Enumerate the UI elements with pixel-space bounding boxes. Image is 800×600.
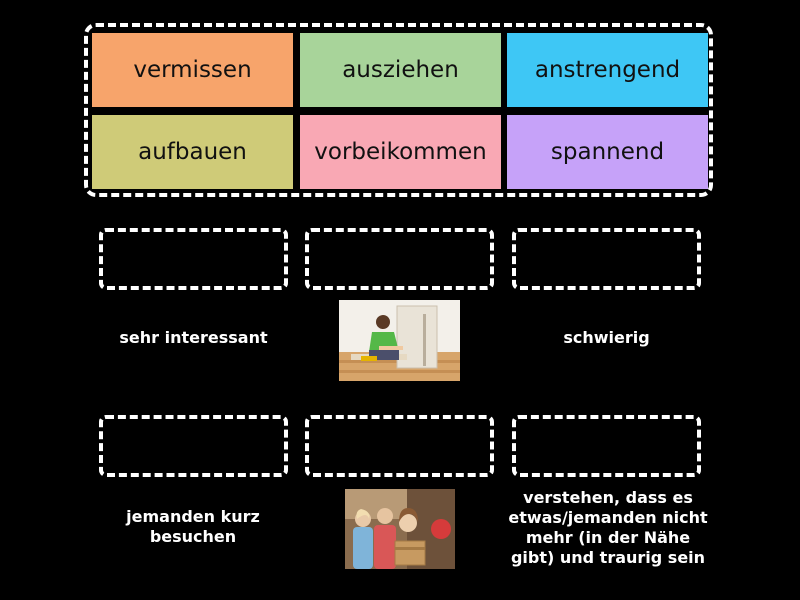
clue-jemanden-kurz-besuchen: jemanden kurz besuchen [126,507,260,546]
tile-spannend[interactable]: spannend [507,115,708,189]
drop-zone-6[interactable] [512,415,701,477]
tile-vorbeikommen[interactable]: vorbeikommen [300,115,501,189]
tile-aufbauen[interactable]: aufbauen [92,115,293,189]
word-bank [84,23,713,197]
drop-zone-1[interactable] [99,228,288,290]
clue-vermissen-definition: verstehen, dass es etwas/jemanden nicht … [508,488,708,567]
drop-zone-5[interactable] [305,415,494,477]
drop-zone-2[interactable] [305,228,494,290]
family-moving-boxes-photo [345,489,455,569]
person-assembling-furniture-photo [339,300,460,381]
drop-zone-4[interactable] [99,415,288,477]
tile-anstrengend[interactable]: anstrengend [507,33,708,107]
drop-zone-3[interactable] [512,228,701,290]
tile-vermissen[interactable]: vermissen [92,33,293,107]
clue-schwierig: schwierig [563,328,650,347]
tile-ausziehen[interactable]: ausziehen [300,33,501,107]
clue-sehr-interessant: sehr interessant [119,328,268,347]
